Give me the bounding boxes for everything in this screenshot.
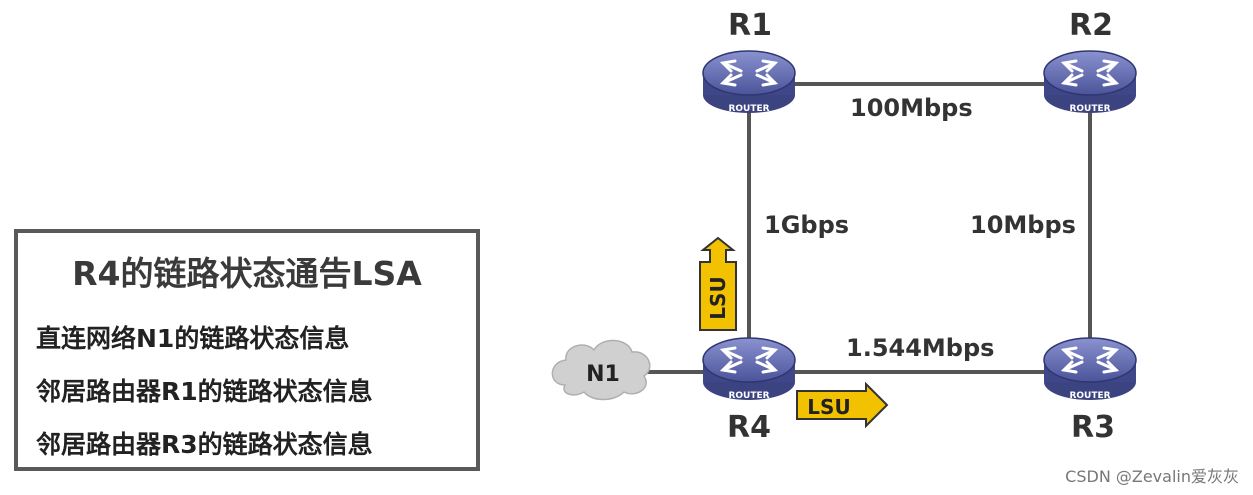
lsa-title: R4的链路状态通告LSA [72, 254, 422, 293]
link-label-r2-r3: 10Mbps [970, 211, 1076, 239]
lsu-up-arrow-icon [699, 236, 737, 331]
router-label-r2: ROUTER [1069, 104, 1110, 114]
watermark: CSDN @Zevalin爱灰灰 [1065, 467, 1239, 486]
lsa-box: R4的链路状态通告LSA 直连网络N1的链路状态信息 邻居路由器R1的链路状态信… [14, 229, 480, 471]
lsa-item-n1: 直连网络N1的链路状态信息 [36, 324, 350, 353]
link-label-r4-r3: 1.544Mbps [846, 334, 995, 362]
link-label-r1-r4: 1Gbps [764, 211, 850, 239]
router-name-r2: R2 [1069, 8, 1113, 43]
lsu-up-label: LSU [706, 276, 730, 319]
lsu-right-label: LSU [807, 395, 850, 419]
router-name-r4: R4 [727, 410, 771, 445]
lsu-right-arrow-icon [796, 381, 889, 429]
link-label-r1-r2: 100Mbps [850, 94, 973, 122]
network-cloud-icon [551, 339, 651, 401]
router-label-r3: ROUTER [1069, 391, 1110, 401]
router-label-r1: ROUTER [728, 104, 769, 114]
lsa-item-r3: 邻居路由器R3的链路状态信息 [36, 430, 373, 459]
router-label-r4: ROUTER [728, 391, 769, 401]
router-name-r3: R3 [1071, 410, 1115, 445]
router-name-r1: R1 [728, 8, 772, 43]
network-label-n1: N1 [586, 362, 620, 387]
lsa-item-r1: 邻居路由器R1的链路状态信息 [36, 377, 373, 406]
